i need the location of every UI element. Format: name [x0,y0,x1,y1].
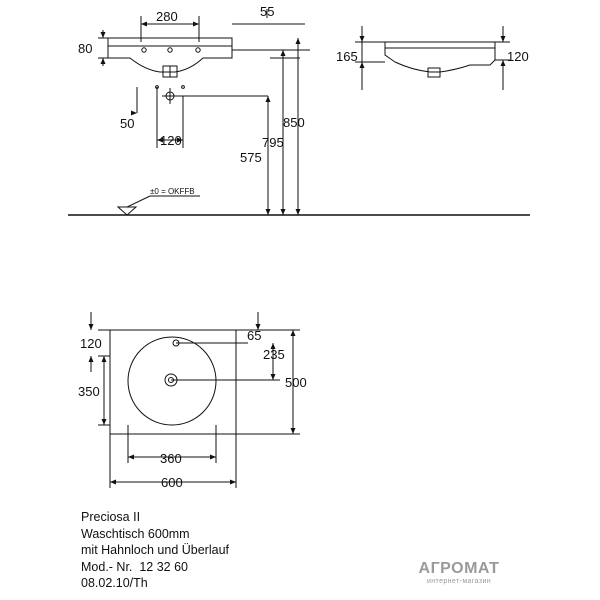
dim-bowl-width: 360 [160,451,182,466]
bowl-outline [127,336,217,426]
front-elevation [98,9,310,215]
plan-view [90,312,300,488]
caption-line-product: Preciosa II [81,510,141,524]
dim-drain-offset: 50 [120,116,134,131]
dim-side-depth-left: 165 [336,49,358,64]
dim-drain-center-offset: 235 [263,347,285,362]
product-caption: Preciosa II Waschtisch 600mm mit Hahnloc… [81,509,229,592]
caption-line-features: mit Hahnloch und Überlauf [81,543,229,557]
side-elevation [355,26,510,90]
watermark-logo: AГРОМАТ интернет-магазин [404,561,514,586]
dim-plan-top-offset: 120 [80,336,102,351]
basin-plan-outline [109,329,237,435]
floor-level-marker [116,195,200,216]
caption-line-model: Mod.- Nr. 12 32 60 [81,559,189,574]
dim-bowl-depth: 350 [78,384,100,399]
basin-front-outline [107,37,233,73]
dim-drain-height: 575 [240,150,262,165]
caption-line-date: 08.02.10/Th [81,576,148,590]
dim-total-width: 600 [161,475,183,490]
dim-overflow-offset: 55 [260,4,274,19]
dimension-arrows [88,21,506,485]
dim-drain-pitch: 120 [160,133,182,148]
dim-side-depth-right: 120 [507,49,529,64]
watermark-brand: AГРОМАТ [418,560,500,577]
caption-line-type: Waschtisch 600mm [81,526,190,541]
floor-level-label: ±0 = OKFFB [150,187,195,196]
dim-rim-total-height: 850 [283,115,305,130]
dim-bowl-height: 795 [262,135,284,150]
dim-plan-depth: 500 [285,375,307,390]
dim-tap-hole-offset: 65 [247,328,261,343]
dim-top-width: 280 [156,9,178,24]
dim-rim-height: 80 [78,41,92,56]
watermark-tagline: интернет-магазин [426,578,492,585]
